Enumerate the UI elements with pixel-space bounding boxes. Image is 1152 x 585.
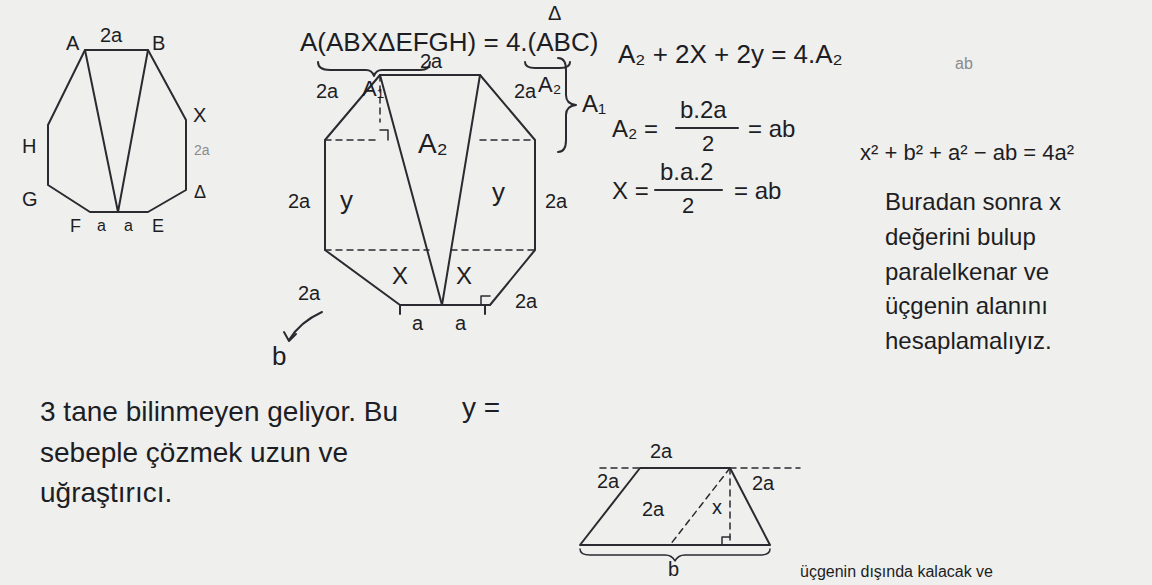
area-name: A₁ (582, 90, 606, 118)
side-length: 2a (514, 80, 536, 103)
area-name: A₁ (362, 76, 384, 101)
octagon-outline (325, 75, 535, 305)
segment-length: a (124, 217, 133, 235)
variable: x (712, 496, 722, 519)
equation: x² + b² + a² − ab = 4a² (860, 140, 1074, 165)
arrow-head (284, 332, 296, 341)
underbrace (318, 62, 430, 76)
denominator: 2 (682, 193, 694, 218)
side-length: 2a (650, 440, 672, 463)
side-length: 2a (194, 142, 210, 158)
numerator: b.2a (680, 96, 727, 124)
right-angle-mark (481, 296, 490, 305)
triangle-symbol: Δ (548, 2, 561, 25)
area-name: y (492, 178, 505, 208)
side-length: 2a (752, 472, 774, 495)
numerator: b.a.2 (660, 158, 713, 186)
variable: b (272, 342, 286, 372)
area-formula: A(ABXΔEFGH) = 4.(ABC) (300, 28, 598, 58)
side-length: 2a (288, 190, 310, 213)
point-name: H (22, 135, 36, 158)
side-length: 2a (515, 290, 537, 313)
dashed-line (600, 467, 640, 469)
area-name: X (392, 262, 408, 290)
equation: = ab (748, 115, 795, 143)
equation: A₂ = (612, 115, 658, 143)
trapezoid-outline (580, 468, 770, 545)
dashed-line (451, 249, 535, 251)
side-length: 2a (298, 282, 320, 305)
equation: A₂ + 2X + 2y = 4.A₂ (618, 40, 843, 70)
segment-length: a (97, 217, 106, 235)
point-name: G (22, 188, 38, 211)
point-name: E (152, 216, 164, 237)
dashed-line (325, 249, 429, 251)
underbrace (525, 62, 570, 68)
point-name: Δ (194, 182, 206, 203)
point-name: F (70, 216, 81, 237)
point-name: X (193, 104, 206, 127)
triangle-side (442, 75, 480, 305)
diagonal-line (118, 50, 148, 212)
segment-length: a (455, 312, 466, 335)
side-length: 2a (545, 190, 567, 213)
height-line (729, 468, 731, 545)
area-name: y (340, 186, 353, 216)
dashed-line (480, 139, 535, 141)
side-length: 2a (642, 498, 664, 521)
equation: = ab (734, 177, 781, 205)
diagonal-line (85, 50, 118, 212)
note: ab (955, 55, 973, 73)
dashed-line (730, 467, 800, 469)
side-length: 2a (316, 80, 338, 103)
right-angle-mark (380, 130, 388, 140)
area-name: A₂ (418, 128, 448, 160)
point-name: A (66, 32, 79, 55)
fraction-bar (655, 189, 722, 191)
equation: X = (612, 177, 649, 205)
segment-length: a (412, 312, 423, 335)
tick (484, 306, 486, 314)
side-length: 2a (100, 24, 122, 47)
variable: b (668, 558, 679, 581)
dashed-line (325, 139, 380, 141)
note: üçgenin dışında kalacak ve (800, 563, 993, 581)
fraction-bar (676, 127, 738, 129)
handwritten-note: 3 tane bilinmeyen geliyor. Bu sebeple çö… (40, 392, 440, 514)
tick (399, 306, 401, 314)
side-length: 2a (597, 470, 619, 493)
equation: y = (462, 392, 500, 424)
point-name: B (152, 32, 165, 55)
right-angle-mark (722, 537, 730, 545)
area-name: A₂ (538, 72, 561, 97)
area-name: X (456, 262, 472, 290)
dashed-line (670, 468, 730, 545)
denominator: 2 (702, 131, 714, 156)
side-length: 2a (420, 50, 442, 73)
triangle-side (380, 75, 442, 305)
handwritten-note: Buradan sonra x değerini bulup paralelke… (885, 185, 1135, 359)
octagon-outline (48, 50, 186, 212)
